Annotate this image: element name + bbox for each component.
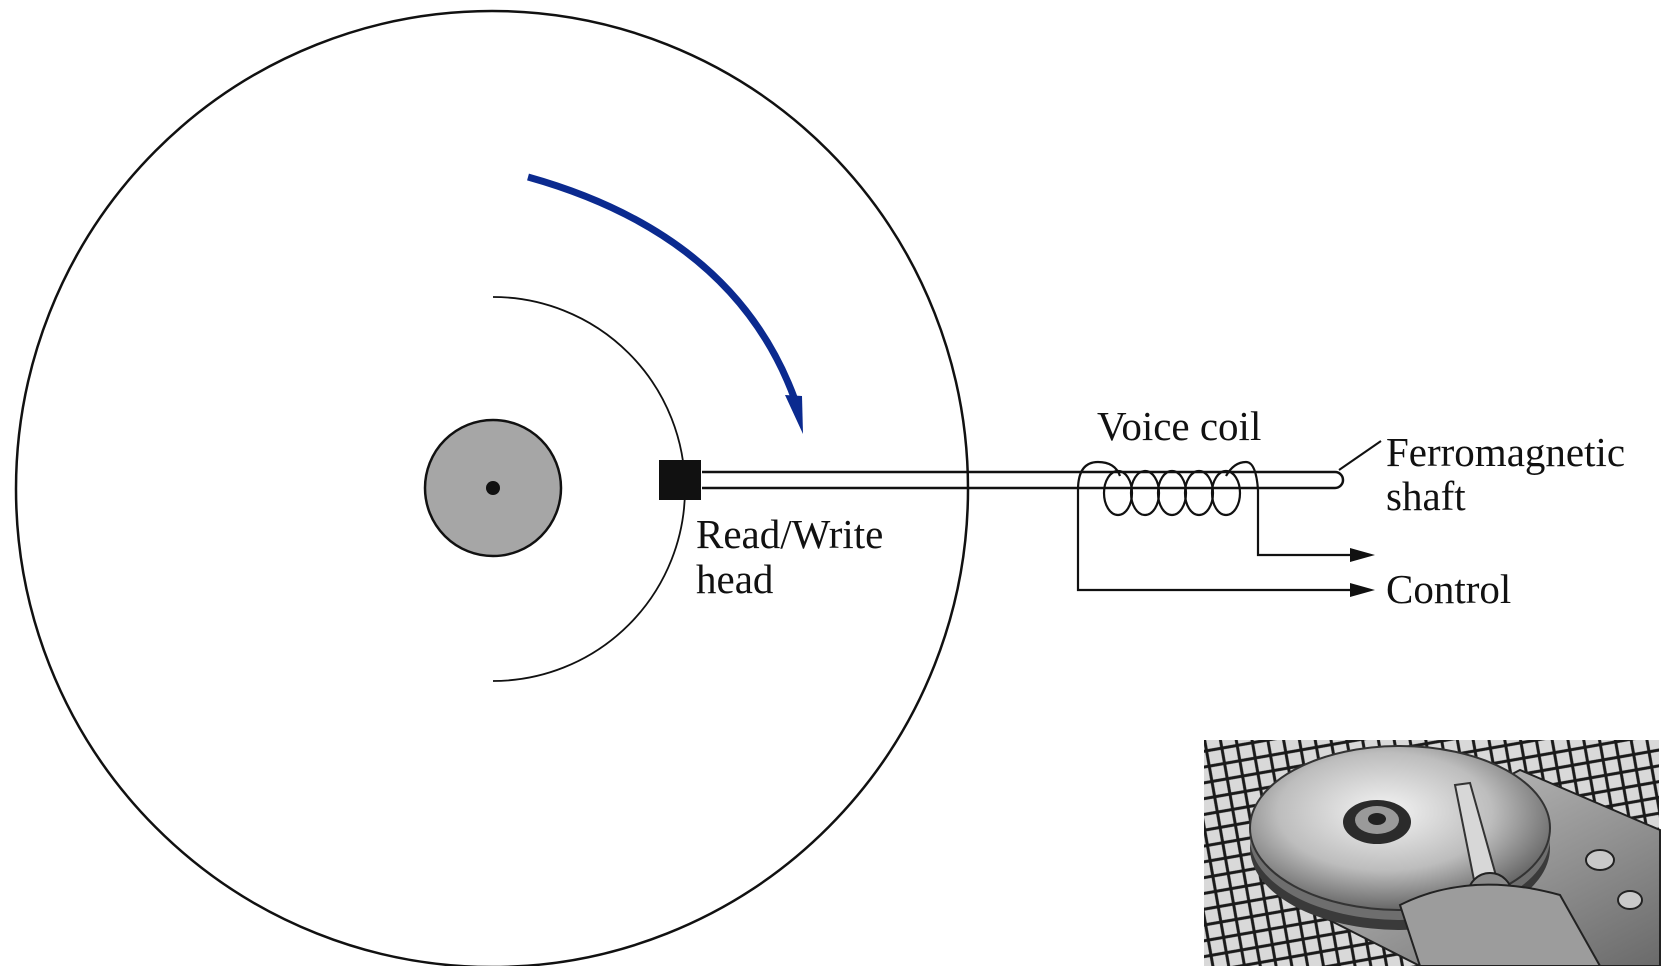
control-label: Control	[1386, 566, 1511, 612]
voice-coil	[1076, 460, 1260, 517]
hard-disk-photo	[1204, 740, 1661, 966]
voice-coil-label: Voice coil	[1097, 403, 1261, 449]
shaft-label-leader	[1338, 440, 1382, 471]
spindle-center-dot	[486, 481, 500, 495]
rotation-arrow-icon	[527, 173, 803, 434]
control-wires	[1076, 490, 1350, 592]
ferromagnetic-label: Ferromagnetic	[1386, 429, 1625, 475]
control-arrow-lower-icon	[1350, 583, 1375, 597]
read-write-head	[659, 460, 701, 500]
read-write-label: Read/Write	[696, 511, 883, 557]
head-label: head	[696, 556, 773, 602]
shaft-label: shaft	[1386, 473, 1466, 519]
control-arrow-upper-icon	[1350, 548, 1375, 562]
ferromagnetic-shaft	[702, 470, 1345, 490]
